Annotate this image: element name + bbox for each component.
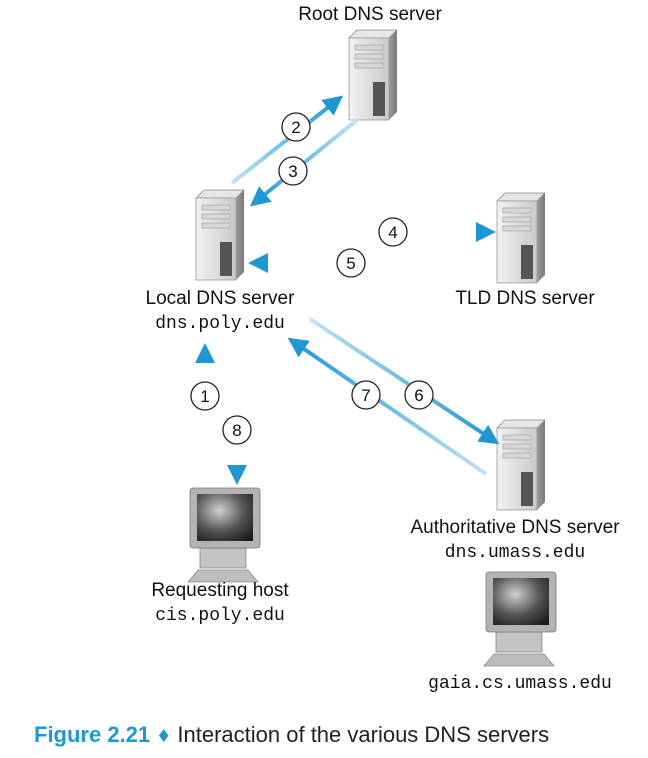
step-circle-4: 4: [378, 217, 408, 247]
svg-text:1: 1: [200, 387, 209, 406]
caption-text: Interaction of the various DNS servers: [177, 722, 550, 747]
step-circle-6: 6: [404, 380, 434, 410]
root-server-icon: [348, 29, 398, 121]
dns-diagram: 2 3 4 5 6 7 1 8: [187, 29, 557, 667]
auth-server-label: Authoritative DNS server: [410, 517, 620, 538]
gaia-hostname: gaia.cs.umass.edu: [428, 674, 612, 694]
caption-separator: ♦: [158, 722, 170, 747]
step-circle-5: 5: [336, 248, 366, 278]
step-circle-1: 1: [190, 381, 220, 411]
arrow-step-3: [249, 118, 359, 207]
local-server-label: Local DNS server: [145, 288, 295, 309]
local-server-hostname: dns.poly.edu: [155, 314, 285, 334]
requesting-host-label: Requesting host: [151, 580, 289, 601]
arrow-step-7: [287, 337, 488, 476]
figure-caption: Figure 2.21 ♦ Interaction of the various D…: [34, 722, 549, 748]
figure-number: Figure 2.21: [34, 722, 151, 747]
auth-server-hostname: dns.umass.edu: [444, 543, 586, 563]
step-circle-7: 7: [351, 380, 381, 410]
svg-text:5: 5: [346, 254, 355, 273]
svg-text:3: 3: [288, 162, 297, 181]
svg-text:4: 4: [388, 223, 397, 242]
local-server-icon: [195, 189, 245, 281]
requesting-host-hostname: cis.poly.edu: [155, 606, 285, 626]
root-server-label: Root DNS server: [298, 4, 442, 25]
tld-server-icon: [496, 192, 546, 284]
svg-text:2: 2: [291, 118, 300, 137]
svg-text:8: 8: [232, 421, 241, 440]
step-circle-8: 8: [222, 415, 252, 445]
arrow-step-6: [308, 317, 500, 445]
step-circle-2: 2: [281, 112, 311, 142]
arrow-step-2: [230, 95, 344, 185]
requesting-host-computer-icon: [187, 487, 261, 583]
svg-text:7: 7: [361, 386, 370, 405]
step-circle-3: 3: [278, 156, 308, 186]
svg-text:6: 6: [414, 386, 423, 405]
tld-server-label: TLD DNS server: [455, 288, 595, 309]
auth-server-icon: [496, 419, 546, 511]
gaia-computer-icon: [483, 571, 557, 667]
